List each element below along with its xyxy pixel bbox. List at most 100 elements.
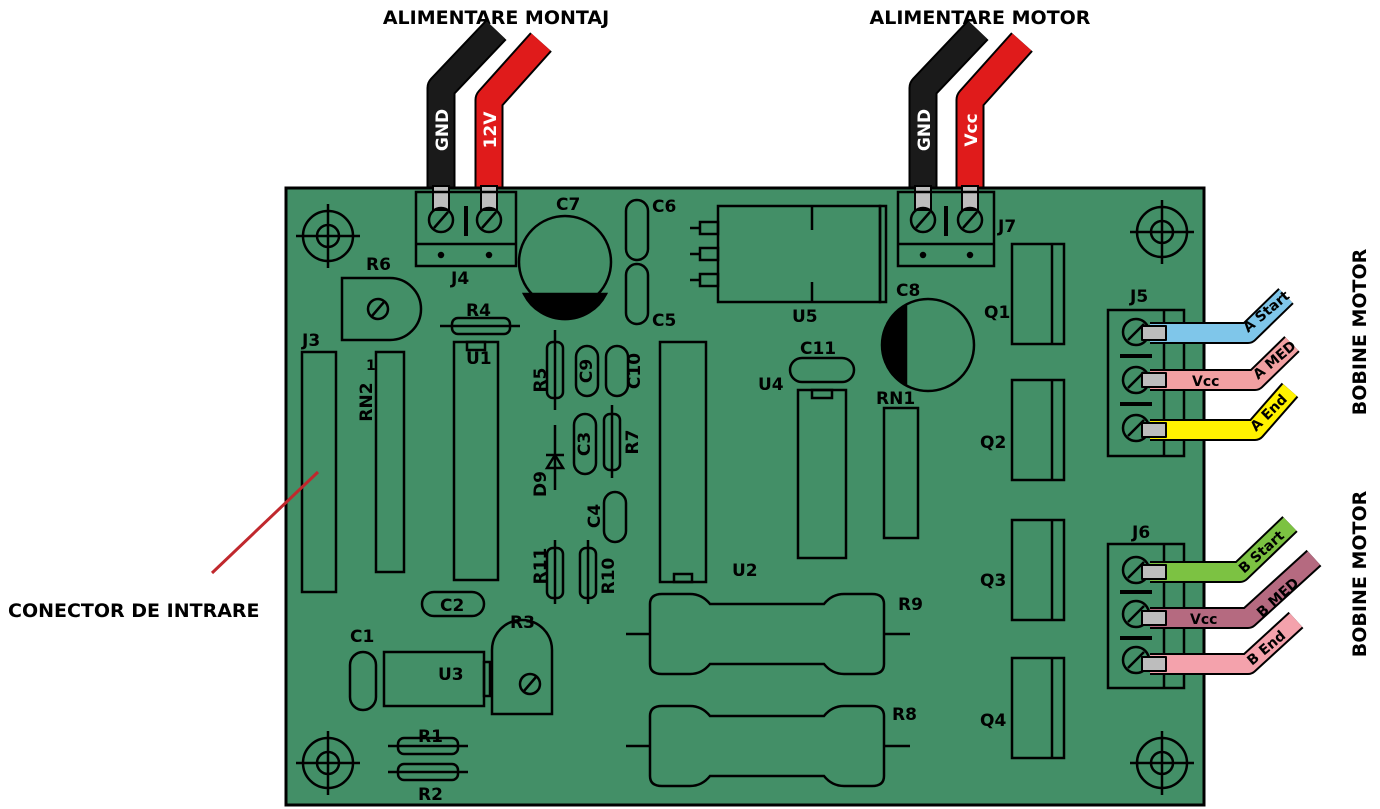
label-q2: Q2 [980,433,1006,453]
capacitor-c11 [788,356,856,384]
wire-label-a-med: A MED [1250,338,1299,383]
coil-b-wires: B Start B MED Vcc B End [1141,516,1322,675]
transistor-q2 [1010,378,1066,482]
label-j6: J6 [1131,523,1150,543]
resistor-r1 [388,736,468,756]
resistor-r10 [578,540,598,604]
resistor-network-rn1 [882,406,920,540]
label-c4: C4 [585,504,605,528]
label-u3: U3 [438,665,464,685]
resistor-r5 [545,330,565,410]
label-rn1: RN1 [876,389,915,409]
wire-label-j7-gnd: GND [915,109,935,151]
label-r3: R3 [510,613,535,633]
ic-u4 [796,388,848,560]
mounting-hole-top-right [1130,200,1194,264]
label-r2: R2 [418,785,443,805]
label-u2: U2 [732,561,758,581]
label-r6: R6 [366,255,391,275]
capacitor-c6 [624,198,650,262]
label-q4: Q4 [980,711,1006,731]
label-c2: C2 [440,596,464,616]
capacitor-c7 [517,214,613,321]
label-pin1: 1 [366,358,376,374]
caption-input-connector: CONECTOR DE INTRARE [8,600,260,622]
label-d9: D9 [531,471,551,497]
resistor-r4 [440,316,520,336]
transistor-q3 [1010,518,1066,622]
power-resistor-r8 [626,704,910,788]
label-r1: R1 [418,727,443,747]
label-c9: C9 [577,359,597,383]
capacitor-c9 [574,344,600,398]
resistor-r11 [545,540,565,604]
resistor-r2 [388,762,468,782]
label-r7: R7 [623,430,643,455]
terminal-j4 [414,190,518,268]
label-r11: R11 [531,548,551,585]
label-j5: J5 [1129,287,1148,307]
capacitor-c4 [602,490,628,544]
ic-u2 [658,340,708,584]
transistor-q1 [1010,242,1066,346]
wire-label-a-vcc: Vcc [1192,374,1219,390]
label-c3: C3 [575,432,595,456]
label-u1: U1 [466,349,492,369]
trimmer-r3 [490,618,554,716]
label-r5: R5 [531,368,551,393]
transistor-q4 [1010,656,1066,760]
label-r10: R10 [599,557,619,594]
label-c7: C7 [556,195,580,215]
wire-label-j4-gnd: GND [433,109,453,151]
capacitor-c1 [348,650,378,712]
label-r9: R9 [898,595,923,615]
label-c6: C6 [652,197,676,217]
label-c8: C8 [896,281,920,301]
mounting-hole-bottom-right [1130,731,1194,795]
label-r8: R8 [892,705,917,725]
j7-wires: GND Vcc [908,20,1033,190]
label-q3: Q3 [980,571,1006,591]
label-c10: C10 [625,353,645,389]
capacitor-c10 [604,344,630,398]
capacitor-c8 [880,297,976,393]
j4-wires: GND 12V [426,20,552,190]
ic-u3 [382,650,492,708]
label-c1: C1 [350,627,374,647]
label-u5: U5 [792,307,818,327]
resistor-network-rn2 [374,350,406,574]
wire-label-b-vcc: Vcc [1190,612,1217,628]
trimmer-r6 [340,276,423,342]
caption-supply-board: ALIMENTARE MONTAJ [383,7,609,29]
header-j3 [300,350,338,594]
mounting-hole-bottom-left [296,731,360,795]
label-rn2: RN2 [357,382,377,421]
wire-label-b-start: B Start [1236,528,1288,577]
capacitor-c3 [572,412,598,476]
label-j7: J7 [997,217,1016,237]
capacitor-c5 [624,262,650,326]
terminal-j7 [896,190,996,268]
label-u4: U4 [758,375,784,395]
caption-supply-motor: ALIMENTARE MOTOR [870,7,1091,29]
label-q1: Q1 [984,303,1010,323]
wire-label-j7-vcc: Vcc [962,113,982,146]
label-r4: R4 [466,301,491,321]
label-j3: J3 [301,331,320,351]
regulator-u5 [690,204,888,304]
label-c11: C11 [800,339,836,359]
pcb-board [284,186,1206,807]
caption-coils-a: BOBINE MOTOR [1349,248,1371,415]
input-connector-pointer [210,470,320,575]
mounting-hole-top-left [296,204,360,268]
capacitor-c2 [420,590,486,618]
caption-coils-b: BOBINE MOTOR [1349,490,1371,657]
wire-label-j4-12v: 12V [481,111,501,149]
label-j4: J4 [450,269,469,289]
power-resistor-r9 [626,592,910,676]
label-c5: C5 [652,311,676,331]
ic-u1 [452,340,500,582]
diode-d9 [544,425,566,490]
resistor-r7 [602,405,622,478]
